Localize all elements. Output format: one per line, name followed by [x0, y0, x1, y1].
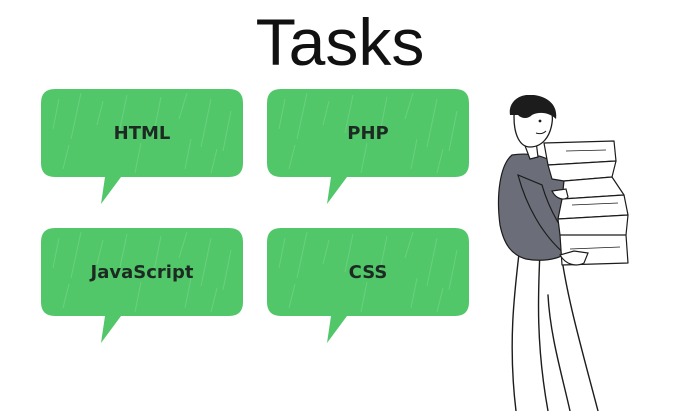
task-bubble-javascript: JavaScript	[41, 228, 243, 343]
task-label: PHP	[347, 122, 389, 144]
task-label: HTML	[113, 122, 171, 144]
task-bubble-php: PHP	[267, 89, 469, 204]
task-bubble-css: CSS	[267, 228, 469, 343]
task-label: JavaScript	[90, 261, 194, 283]
person-carrying-papers-illustration	[497, 95, 629, 411]
hair	[509, 95, 557, 119]
page-title: Tasks	[255, 5, 425, 79]
task-bubble-html: HTML	[41, 89, 243, 204]
task-label: CSS	[348, 261, 388, 283]
